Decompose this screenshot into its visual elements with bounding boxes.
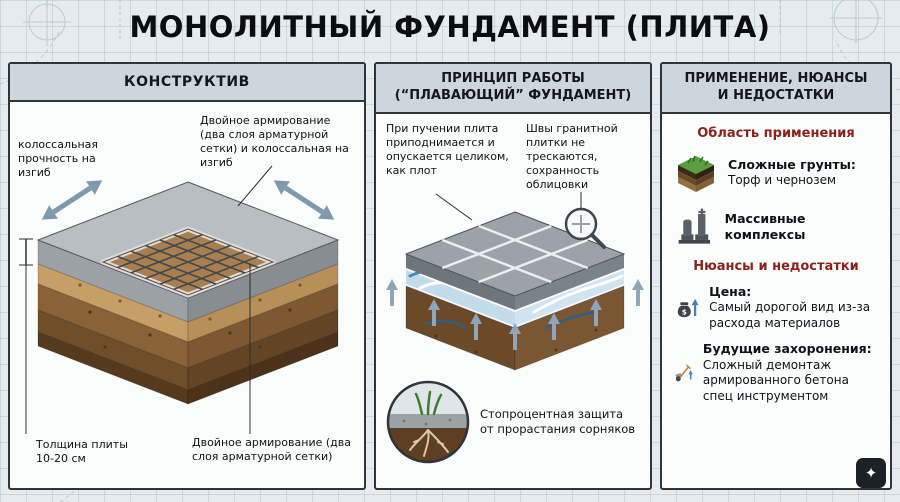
tile-grout-lines	[441, 224, 589, 284]
slab-construction-diagram	[19, 165, 340, 434]
item-difficult-soils: Сложные грунты: Торф и чернозем	[674, 151, 878, 195]
item-future-burials: Будущие захоронения: Сложный демонтаж ар…	[674, 341, 878, 404]
soil-layers-icon	[678, 155, 714, 192]
demolition-shovel-icon	[675, 364, 693, 382]
massive-complexes-title: Массивные комплексы	[724, 210, 806, 242]
difficult-soils-text: Торф и чернозем	[728, 173, 837, 188]
principle-header-line2: (“ПЛАВАЮЩИЙ” ФУНДАМЕНТ)	[394, 88, 632, 103]
label-weed-protection: Стопроцентная защита от прорастания сорн…	[480, 407, 636, 436]
section-title-drawbacks: Нюансы и недостатки	[693, 259, 859, 274]
label-double-reinforcement-top: Двойное армирование (два слоя арматурной…	[200, 114, 349, 170]
price-title: Цена:	[709, 284, 752, 299]
difficult-soils-title: Сложные грунты:	[728, 157, 856, 173]
label-bend-strength: колоссальная прочность на изгиб	[18, 138, 99, 180]
application-panel-header: ПРИМЕНЕНИЕ, НЮАНСЫ И НЕДОСТАТКИ	[662, 64, 890, 114]
section-title-application-area: Область применения	[697, 126, 855, 141]
annotation-lines	[19, 165, 273, 434]
label-tile-seams: Швы гранитной плитки не трескаются, сохр…	[526, 122, 618, 192]
item-massive-complexes: Массивные комплексы	[674, 205, 878, 249]
application-panel-body: Область применения Сложные грунты: Торф …	[662, 114, 890, 488]
weed-protection-row: Стопроцентная защита от прорастания сорн…	[386, 380, 642, 464]
bend-arrow-left-icon	[41, 180, 103, 220]
principle-panel-header: ПРИНЦИП РАБОТЫ (“ПЛАВАЮЩИЙ” ФУНДАМЕНТ)	[376, 64, 650, 114]
weed-protection-image	[386, 380, 470, 464]
money-bag-icon: $	[677, 298, 699, 317]
item-price: $ Цена: Самый дорогой вид из-за расхода …	[674, 284, 878, 331]
construct-header-label: КОНСТРУКТИВ	[124, 74, 250, 90]
floating-foundation-diagram	[386, 192, 644, 371]
page-title: МОНОЛИТНЫЙ ФУНДАМЕНТ (ПЛИТА)	[129, 10, 771, 44]
principle-panel-body: При пучении плита приподнимается и опуск…	[376, 114, 650, 488]
bend-arrow-right-icon	[273, 180, 335, 220]
roots	[409, 429, 449, 457]
watermark-badge: ✦	[856, 458, 886, 488]
principle-header-line1: ПРИНЦИП РАБОТЫ	[441, 71, 585, 87]
future-burials-title: Будущие захоронения:	[702, 341, 872, 357]
label-heave-behavior: При пучении плита приподнимается и опуск…	[386, 122, 509, 178]
dollar-sign: $	[682, 307, 687, 316]
construct-panel-body: колоссальная прочность на изгиб Двойное …	[10, 102, 364, 488]
sparkle-icon: ✦	[864, 464, 878, 482]
price-up-arrow-icon	[691, 298, 699, 316]
rebar-mesh	[117, 233, 259, 291]
future-burials-text: Сложный демонтаж армированного бетона сп…	[702, 357, 849, 403]
burial-up-arrow-icon	[688, 370, 693, 380]
principle-panel: ПРИНЦИП РАБОТЫ (“ПЛАВАЮЩИЙ” ФУНДАМЕНТ)	[374, 62, 652, 490]
grass	[414, 390, 443, 416]
application-header-line1: ПРИМЕНЕНИЕ, НЮАНСЫ	[684, 71, 868, 87]
annotation-lines	[435, 192, 582, 221]
construct-panel-header: КОНСТРУКТИВ	[10, 64, 364, 102]
construct-panel: КОНСТРУКТИВ	[8, 62, 366, 490]
heave-up-arrows	[386, 279, 644, 350]
price-text: Самый дорогой вид из-за расхода материал…	[709, 300, 871, 330]
label-slab-thickness: Толщина плиты 10-20 см	[36, 438, 128, 466]
monument-icon	[678, 208, 711, 244]
label-double-reinforcement-bottom: Двойное армирование (два слоя арматурной…	[192, 436, 351, 464]
magnifier-icon	[564, 207, 606, 249]
application-header-line2: И НЕДОСТАТКИ	[717, 88, 835, 103]
application-panel: ПРИМЕНЕНИЕ, НЮАНСЫ И НЕДОСТАТКИ Область …	[660, 62, 892, 490]
